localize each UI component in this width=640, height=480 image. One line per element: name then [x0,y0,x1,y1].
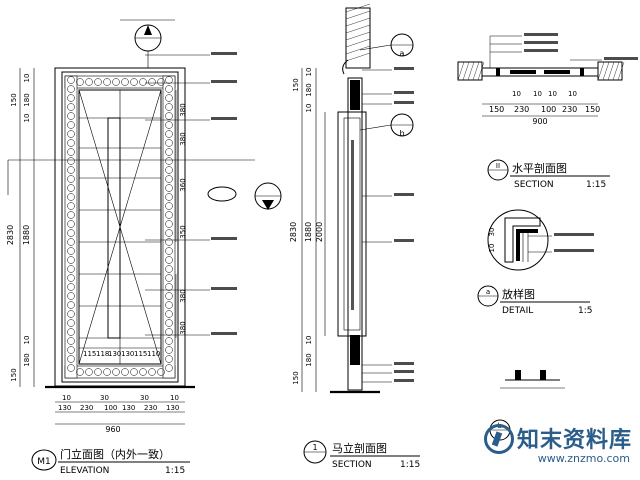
elev-width-2: 230 [80,404,93,412]
detail-a-label-id: a [486,288,490,296]
plan-scale: 1:15 [586,180,606,190]
elev-width-5: 230 [144,404,157,412]
watermark-logo-icon [484,424,514,454]
plan-width-1: 150 [489,105,504,114]
glass-section [337,111,367,337]
elev-height-top-outer: 150 [10,93,18,106]
vertical-section: a b 2830 1880 2000 150 180 10 10 150 180… [289,3,420,470]
sect-height-top-outer: 150 [292,78,300,91]
sect-label-id: 1 [312,443,317,452]
elev-width-top-2: 30 [100,394,109,402]
elev-width-total: 960 [105,425,120,434]
elev-width-top-3: 30 [140,394,149,402]
elev-height-glass: 1880 [22,225,31,245]
panel-dim: 380 [179,103,187,116]
elev-height-bot-outer: 150 [10,368,18,381]
door-frame-inner [61,71,179,383]
bubble-a-label: a [400,49,405,58]
detail-a: 30 10 a 放样图 DETAIL 1:5 [477,209,594,316]
plan-width-total: 900 [532,117,547,126]
center-stile [107,117,121,339]
elev-height-top-b: 10 [23,114,31,123]
bubble-b-label: b [399,129,404,138]
glass-dim-3: 130 [108,350,121,358]
elev-label-id: M1 [37,457,51,467]
sect-scale: 1:15 [400,460,420,470]
sect-height-top-rail: 180 [305,83,313,96]
elev-width-4: 130 [122,404,135,412]
sect-height-glass: 1880 [304,222,313,242]
detail-a-dim-1: 30 [488,228,496,237]
plan-width-4: 230 [562,105,577,114]
elev-width-3: 100 [104,404,117,412]
door-leaf-section [347,77,363,391]
elev-height-bot-rail: 180 [23,353,31,366]
panel-dim: 380 [179,132,187,145]
elev-scale: 1:15 [165,466,185,476]
sect-height-top-a: 10 [305,68,313,77]
elev-subtitle: ELEVATION [60,466,109,476]
glass-dim-6: 110 [147,350,160,358]
sect-height-total: 2830 [289,222,298,242]
elev-width-1: 130 [58,404,71,412]
elev-height-bot-gap: 10 [23,336,31,345]
callout-ellipse [207,186,237,202]
sect-subtitle: SECTION [332,460,372,470]
sect-title: 马立剖面图 [332,441,387,455]
plan-label-id: II [496,162,500,170]
elev-height-total: 2830 [6,225,15,245]
plan-small-3: 10 [548,90,557,98]
detail-a-circle [487,209,549,271]
panel-dim: 360 [179,178,187,191]
detail-a-title: 放样图 [502,287,535,301]
plan-small-2: 10 [533,90,542,98]
sect-height-bot-rail: 180 [305,353,313,366]
glass-dim-4: 130 [121,350,134,358]
plan-width-2: 230 [514,105,529,114]
watermark-url: www.znzmo.com [537,452,630,465]
sect-height-bot-outer: 150 [292,371,300,384]
elev-height-top-a: 10 [23,74,31,83]
panel-dim: 380 [179,289,187,302]
elev-width-6: 130 [166,404,179,412]
carved-border [64,75,176,379]
elev-title: 门立面图（内外一致） [60,447,170,461]
plan-title: 水平剖面图 [512,161,567,175]
glass-dim-2: 118 [96,350,109,358]
detail-a-scale: 1:5 [578,306,592,316]
elev-width-top-4: 10 [170,394,179,402]
elev-width-top-1: 10 [62,394,71,402]
elev-label-bubble [31,449,57,471]
sect-height-inner: 2000 [315,222,324,242]
panel-dim: 380 [179,321,187,334]
plan-small-1: 10 [512,90,521,98]
elev-height-top-rail: 180 [23,93,31,106]
panel-dim: 350 [179,225,187,238]
plan-subtitle: SECTION [514,180,554,190]
sect-height-top-b: 10 [305,104,313,113]
watermark: 知末资料库 www.znzmo.com [484,416,634,474]
plan-width-5: 150 [585,105,600,114]
plan-small-4: 10 [568,90,577,98]
glass-dim-1: 115 [83,350,96,358]
sect-height-bot-gap: 10 [305,336,313,345]
plan-width-3: 100 [541,105,556,114]
glass-dim-5: 115 [134,350,147,358]
detail-a-dim-2: 10 [488,244,496,253]
horizontal-section: 10 10 10 10 150 230 100 230 150 900 II 水… [457,33,638,190]
detail-a-subtitle: DETAIL [502,306,533,316]
watermark-title: 知末资料库 [516,428,632,453]
door-elevation: 115 118 130 130 115 110 380 380 360 350 380 3… [6,19,282,476]
